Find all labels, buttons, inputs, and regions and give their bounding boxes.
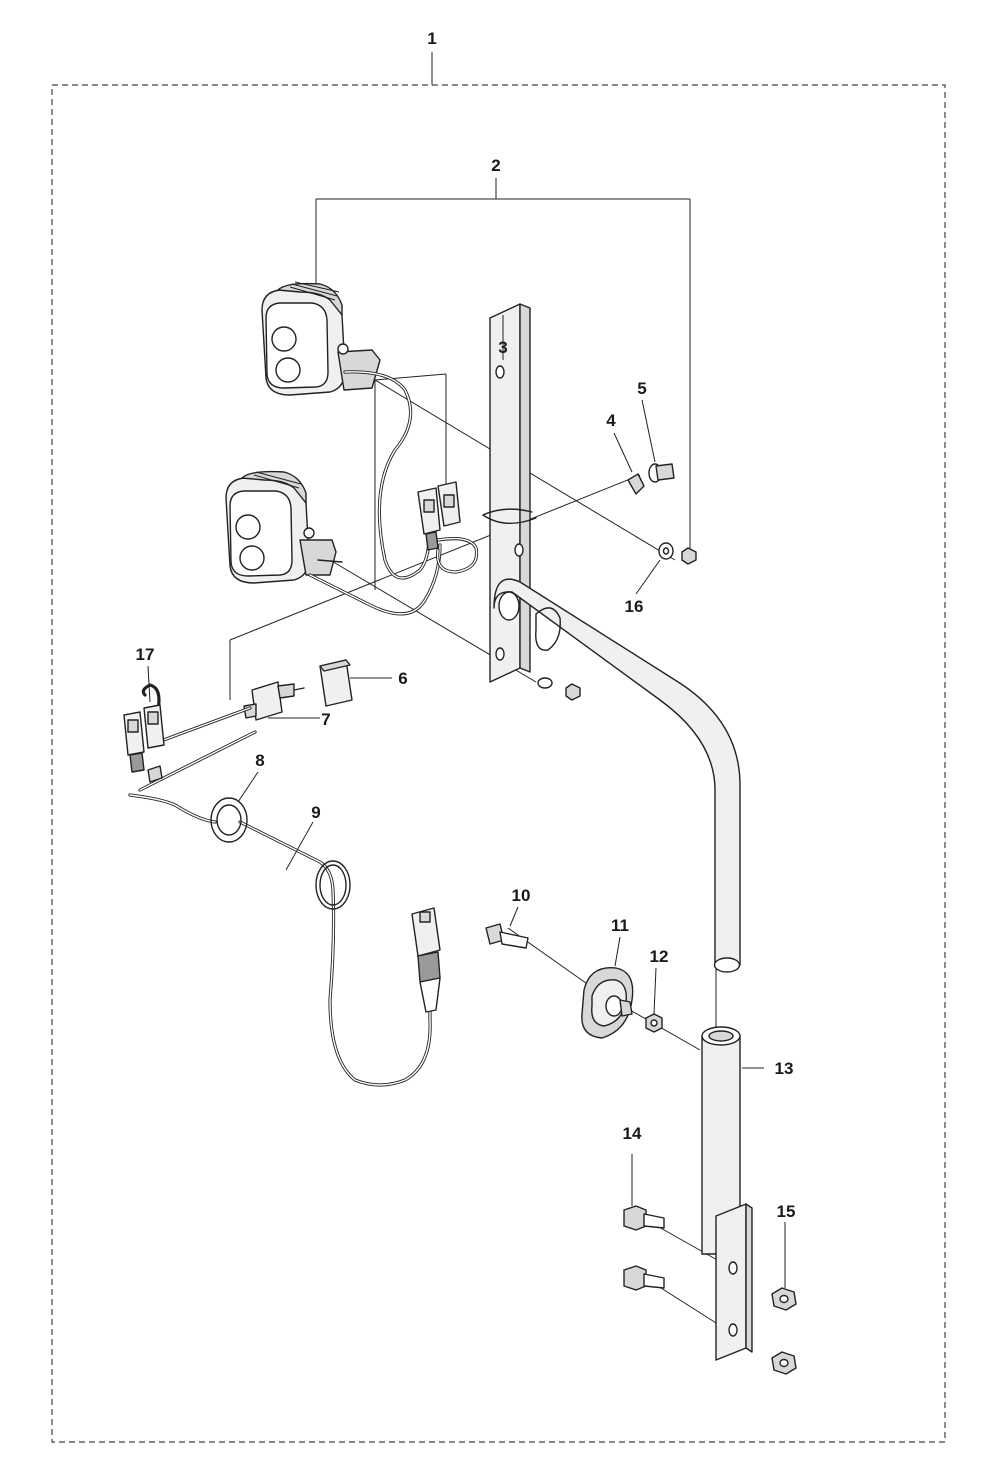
callout-16: 16	[625, 597, 644, 616]
cable-end-connector	[411, 907, 441, 1013]
bolt-part-10	[485, 923, 529, 949]
callout-12: 12	[650, 947, 669, 966]
clip-part	[627, 473, 645, 495]
callout-13: 13	[775, 1059, 794, 1078]
connector-sleeve	[319, 659, 353, 707]
leader-lines	[147, 315, 786, 1288]
bolts-part-14	[623, 1205, 665, 1291]
callout-10: 10	[512, 886, 531, 905]
grommet-part	[210, 797, 248, 843]
lower-bracket	[715, 1203, 753, 1361]
callout-17: 17	[136, 645, 155, 664]
callout-9: 9	[311, 803, 320, 822]
callout-14: 14	[623, 1124, 642, 1143]
callout-labels: 1 2 3 4 5 6 7 8 9 10 11 12 13 14 15 16 1…	[136, 29, 796, 1221]
lower-tube	[701, 1026, 741, 1255]
callout-11: 11	[611, 916, 629, 935]
mount-plate	[482, 303, 537, 683]
callout-1: 1	[427, 29, 436, 48]
washer-nut-16	[658, 542, 697, 565]
plate-fastener	[537, 677, 581, 701]
callout-2: 2	[491, 156, 500, 175]
callout-5: 5	[637, 379, 646, 398]
light-connector-pair	[417, 481, 461, 551]
callout-4: 4	[606, 411, 616, 430]
cable-loop-9	[315, 860, 351, 910]
callout-15: 15	[777, 1202, 796, 1221]
callout-6: 6	[398, 669, 407, 688]
callout-7: 7	[321, 710, 330, 729]
work-light-upper	[261, 281, 381, 396]
main-harness	[128, 683, 432, 1087]
handle-tube	[493, 578, 741, 973]
nuts-part-15	[771, 1287, 797, 1375]
bolt-part-5	[648, 463, 675, 483]
work-light-lower	[225, 470, 343, 584]
light-cable-lower	[308, 537, 479, 616]
left-connector-pair	[123, 704, 165, 783]
callout-3: 3	[498, 338, 507, 357]
assembly-frame	[51, 84, 946, 1443]
light-cable-upper	[343, 370, 431, 580]
callout-8: 8	[255, 751, 264, 770]
switch-part	[243, 681, 305, 721]
knob-part	[581, 966, 634, 1039]
nut-part-12	[645, 1013, 663, 1033]
